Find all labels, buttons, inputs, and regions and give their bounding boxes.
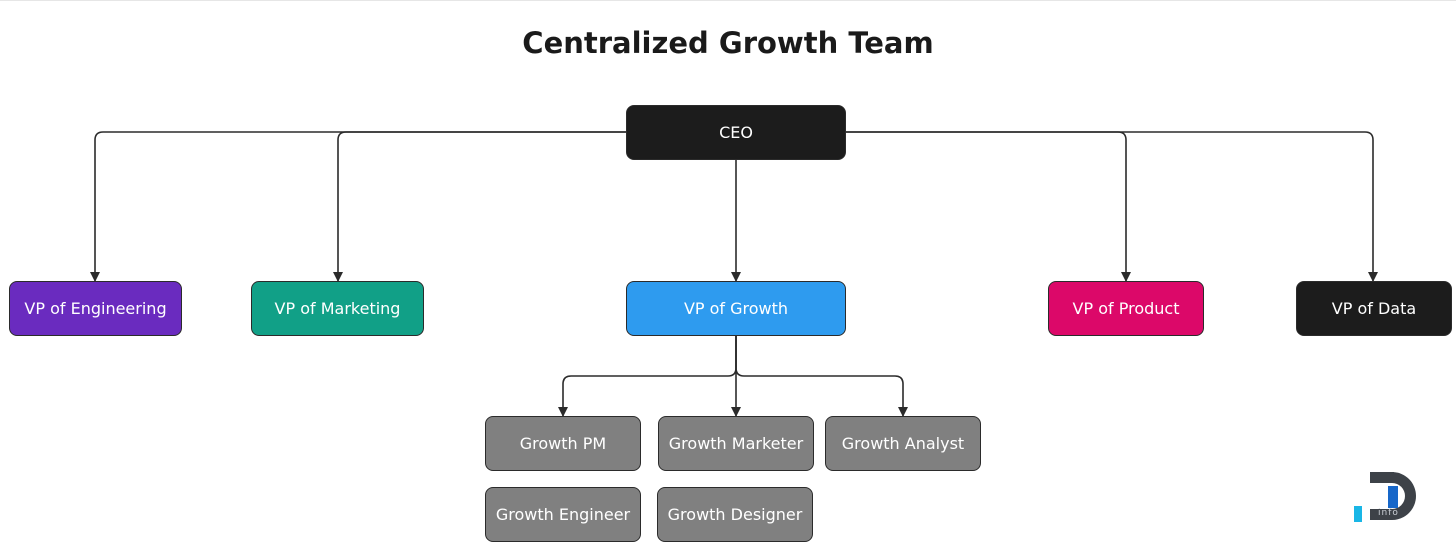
node-vp-engineering-label: VP of Engineering: [24, 299, 167, 318]
edge-ceo-vp-engineering: [90, 131, 627, 282]
node-vp-growth: VP of Growth: [626, 281, 846, 336]
node-vp-product: VP of Product: [1048, 281, 1204, 336]
node-growth-designer: Growth Designer: [657, 487, 813, 542]
node-growth-marketer-label: Growth Marketer: [668, 434, 804, 453]
node-vp-marketing-label: VP of Marketing: [274, 299, 401, 318]
edge-ceo-vp-data: [846, 131, 1378, 282]
logo-text: info: [1378, 508, 1399, 518]
node-ceo-label: CEO: [719, 123, 753, 142]
edge-ceo-vp-marketing: [333, 131, 627, 282]
logo-d-shape: [1370, 472, 1416, 520]
node-growth-designer-label: Growth Designer: [667, 505, 803, 524]
brand-logo: info: [1352, 470, 1424, 526]
logo-bar-blue: [1388, 486, 1398, 508]
node-growth-analyst: Growth Analyst: [825, 416, 981, 471]
node-vp-growth-label: VP of Growth: [683, 299, 789, 318]
node-growth-engineer: Growth Engineer: [485, 487, 641, 542]
node-vp-data-label: VP of Data: [1331, 299, 1417, 318]
node-growth-pm: Growth PM: [485, 416, 641, 471]
edge-vp-growth-growth-pm: [558, 336, 737, 417]
node-vp-data: VP of Data: [1296, 281, 1452, 336]
node-growth-analyst-label: Growth Analyst: [841, 434, 965, 453]
node-vp-marketing: VP of Marketing: [251, 281, 424, 336]
logo-bar-cyan: [1354, 506, 1362, 522]
top-divider: [0, 0, 1456, 1]
node-growth-pm-label: Growth PM: [519, 434, 607, 453]
node-vp-product-label: VP of Product: [1072, 299, 1180, 318]
edge-ceo-vp-product: [846, 131, 1131, 282]
node-ceo: CEO: [626, 105, 846, 160]
diagram-title: Centralized Growth Team: [522, 26, 934, 60]
edge-vp-growth-growth-analyst: [735, 336, 908, 417]
node-growth-marketer: Growth Marketer: [658, 416, 814, 471]
node-growth-engineer-label: Growth Engineer: [495, 505, 631, 524]
node-vp-engineering: VP of Engineering: [9, 281, 182, 336]
